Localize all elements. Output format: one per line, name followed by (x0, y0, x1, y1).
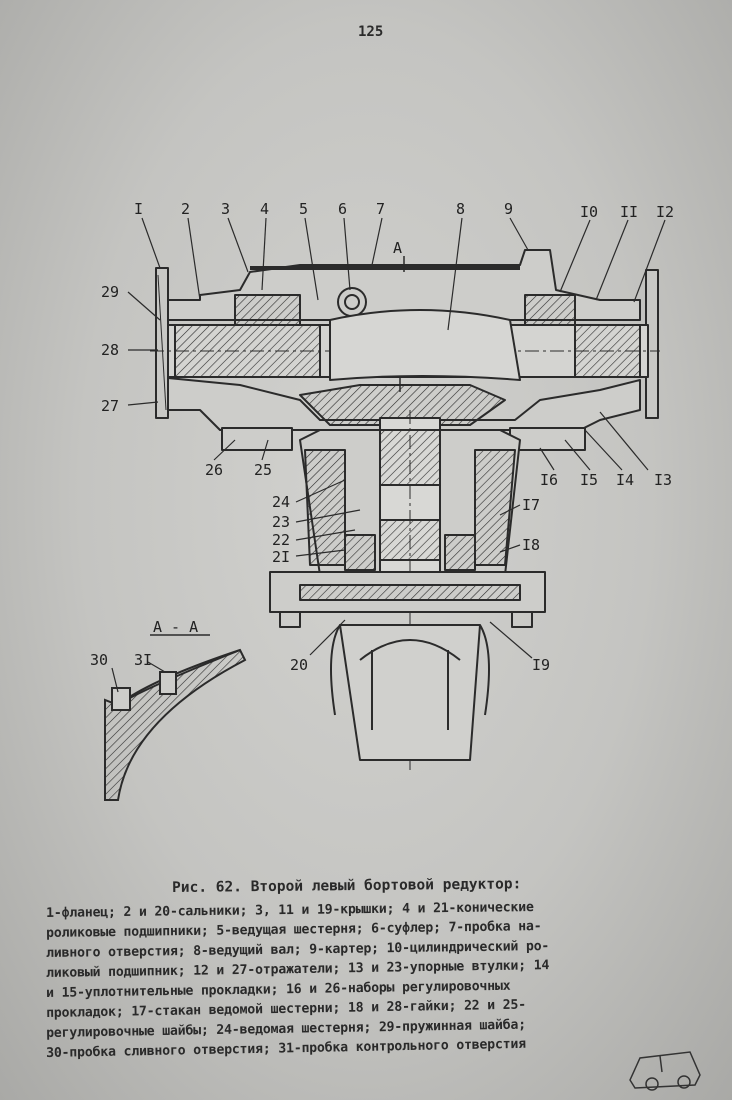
callout-8: 8 (456, 200, 465, 218)
callout-labels: I 2 3 4 5 6 7 8 9 I0 II I2 29 28 27 26 2… (90, 200, 674, 674)
callout-23: 23 (272, 513, 290, 531)
callout-25: 25 (254, 461, 272, 479)
section-marker (399, 256, 405, 392)
leader-lines (111, 217, 666, 693)
callout-12: I2 (656, 203, 674, 221)
callout-20: 20 (290, 656, 308, 674)
callout-14: I4 (616, 471, 634, 489)
callout-9: 9 (504, 200, 513, 218)
callout-22: 22 (272, 531, 290, 549)
callout-11: II (620, 203, 638, 221)
callout-19: I9 (532, 656, 550, 674)
callout-7: 7 (376, 200, 385, 218)
gearbox-outline (150, 249, 660, 770)
callout-18: I8 (522, 536, 540, 554)
vehicle-stamp-icon (629, 1051, 701, 1091)
callout-5: 5 (299, 200, 308, 218)
callout-31: 3I (134, 651, 152, 669)
callout-28: 28 (101, 341, 119, 359)
callout-27: 27 (101, 397, 119, 415)
callout-16: I6 (540, 471, 558, 489)
callout-1: I (134, 200, 143, 218)
section-marker-label: А (393, 239, 402, 257)
callout-4: 4 (260, 200, 269, 218)
callout-30: 30 (90, 651, 108, 669)
callout-6: 6 (338, 200, 347, 218)
callout-15: I5 (580, 471, 598, 489)
callout-24: 24 (272, 493, 290, 511)
callout-13: I3 (654, 471, 672, 489)
section-label: А - А (153, 618, 198, 636)
callout-29: 29 (101, 283, 119, 301)
section-detail (104, 634, 247, 801)
callout-17: I7 (522, 496, 540, 514)
callout-10: I0 (580, 203, 598, 221)
callout-3: 3 (221, 200, 230, 218)
page-number: 125 (358, 24, 384, 40)
callout-21: 2I (272, 548, 290, 566)
callout-2: 2 (181, 200, 190, 218)
callout-26: 26 (205, 461, 223, 479)
